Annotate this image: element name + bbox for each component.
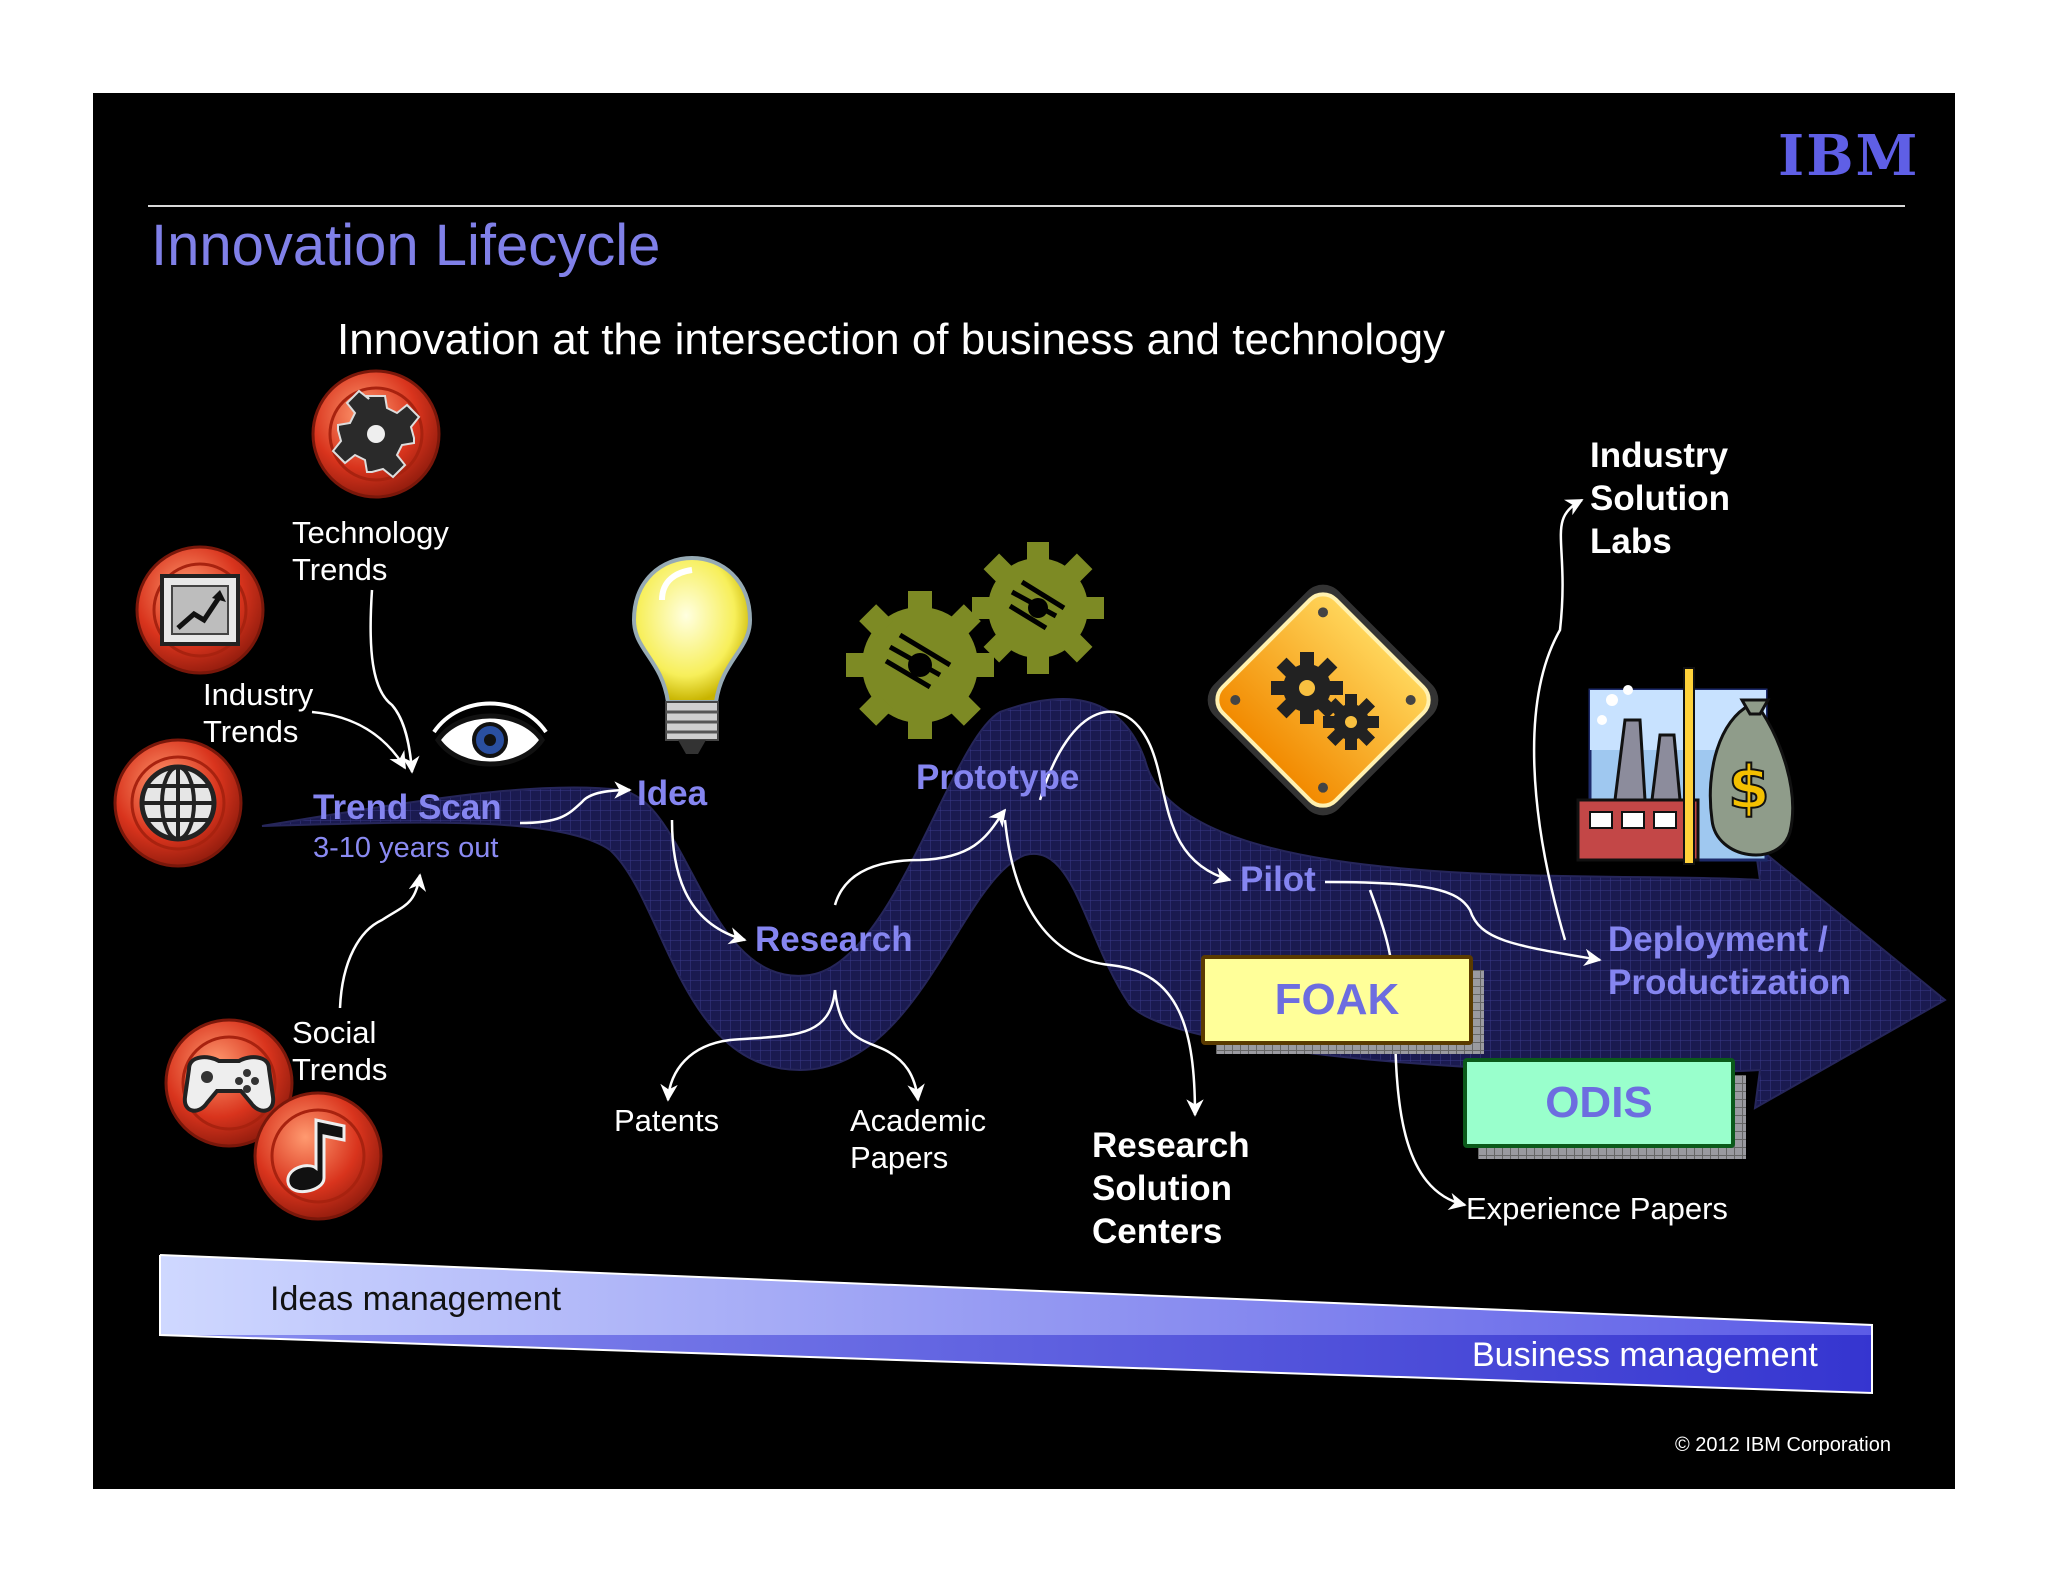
industry-trends-label: Industry Trends bbox=[203, 677, 314, 749]
copyright: © 2012 IBM Corporation bbox=[1675, 1434, 1891, 1456]
business-management-label: Business management bbox=[1472, 1336, 1818, 1374]
chart-icon bbox=[135, 545, 265, 675]
research-label: Research bbox=[755, 920, 913, 959]
trend-scan-label: Trend Scan bbox=[313, 788, 502, 827]
globe-icon bbox=[113, 738, 243, 868]
odis-box: ODIS bbox=[1463, 1058, 1735, 1148]
arrow-deploy-to-labs bbox=[1532, 498, 1584, 941]
industry-solution-labs-label: Industry Solution Labs bbox=[1590, 436, 1730, 561]
factory-money-icon: $ bbox=[1576, 667, 1795, 865]
arrow-research-to-patents bbox=[660, 989, 837, 1102]
ideas-management-label: Ideas management bbox=[270, 1280, 562, 1318]
music-note-icon bbox=[253, 1091, 383, 1221]
gear-icon bbox=[311, 369, 441, 499]
eye-icon bbox=[432, 701, 548, 767]
idea-label: Idea bbox=[637, 774, 708, 813]
social-trends-label: Social Trends bbox=[292, 1015, 388, 1087]
deployment-label: Deployment / Productization bbox=[1608, 920, 1852, 1002]
page-title: Innovation Lifecycle bbox=[151, 213, 661, 278]
arrow-prototype-to-rsc bbox=[1003, 819, 1204, 1117]
svg-text:$: $ bbox=[1728, 753, 1770, 823]
pilot-label: Pilot bbox=[1240, 860, 1316, 899]
foak-box: FOAK bbox=[1201, 955, 1473, 1045]
page-subtitle: Innovation at the intersection of busine… bbox=[337, 315, 1446, 364]
lightbulb-icon bbox=[631, 555, 753, 754]
patents-label: Patents bbox=[614, 1103, 720, 1138]
trend-scan-sublabel: 3-10 years out bbox=[313, 832, 499, 864]
research-solution-centers-label: Research Solution Centers bbox=[1092, 1126, 1250, 1251]
arrow-trend-to-idea bbox=[519, 781, 632, 825]
arrow-research-to-papers bbox=[833, 989, 925, 1102]
arrow-prototype-to-pilot bbox=[1038, 710, 1232, 885]
prototype-label: Prototype bbox=[916, 758, 1080, 797]
arrow-industry-to-trend bbox=[311, 710, 407, 770]
gamepad-icon bbox=[164, 1018, 294, 1148]
ideas-management-band bbox=[160, 1255, 1872, 1335]
ibm-logo: IBM bbox=[1778, 123, 1920, 189]
gears-warning-sign-icon bbox=[1207, 584, 1439, 816]
academic-papers-label: Academic Papers bbox=[850, 1103, 987, 1175]
arrow-research-to-prototype bbox=[833, 808, 1007, 906]
technology-trends-label: Technology Trends bbox=[292, 515, 449, 587]
arrow-tech-to-trend bbox=[369, 589, 420, 774]
arrow-social-to-trend bbox=[338, 873, 427, 1009]
arrow-pilot-to-deployment bbox=[1324, 880, 1602, 967]
experience-papers-label: Experience Papers bbox=[1466, 1191, 1728, 1226]
flow-arrow bbox=[261, 698, 1947, 1110]
arrow-idea-to-research bbox=[670, 819, 747, 945]
